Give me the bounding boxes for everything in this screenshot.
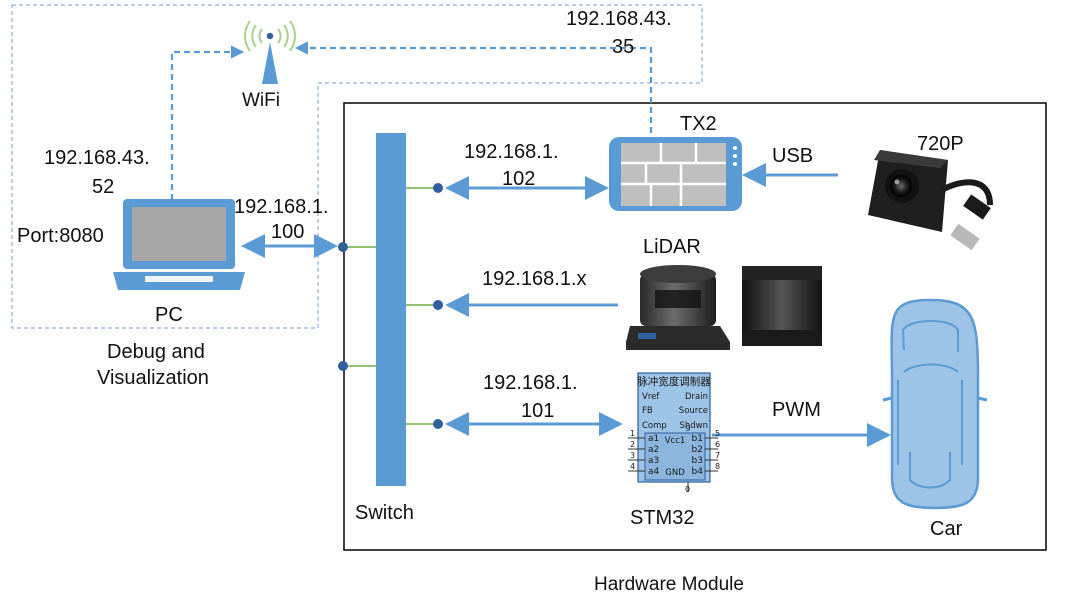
- chip-pin6: 6: [715, 440, 720, 449]
- chip-a2: a2: [648, 445, 659, 455]
- switch-ports: [343, 187, 438, 425]
- switch-bar: [376, 133, 406, 486]
- wifi-link-pc: [170, 45, 245, 200]
- chip-pin5: 5: [715, 429, 720, 438]
- tx2-lan-ip-line1: 192.168.1.: [464, 141, 559, 163]
- wifi-antenna-icon: [244, 20, 296, 84]
- stm32-lan-ip-line1: 192.168.1.: [483, 372, 578, 394]
- tx2-lan-ip-line2: 102: [502, 168, 536, 190]
- chip-pin0: 0: [685, 485, 690, 494]
- chip-pin7: 7: [715, 451, 720, 460]
- chip-pin2: 2: [630, 440, 635, 449]
- chip-a3: a3: [648, 456, 659, 466]
- chip-fb: FB: [642, 406, 653, 416]
- pwm-label: PWM: [772, 399, 821, 421]
- chip-comp: Comp: [642, 421, 667, 431]
- chip-drain: Drain: [685, 392, 708, 402]
- port-label: Port:8080: [17, 225, 104, 247]
- chip-b4: b4: [692, 467, 704, 477]
- tx2-device-icon: [609, 137, 742, 211]
- tx2-label: TX2: [680, 113, 717, 135]
- chip-b1: b1: [692, 434, 703, 444]
- chip-b2: b2: [692, 445, 703, 455]
- chip-pin4: 4: [630, 462, 635, 471]
- stm32-lan-ip-line2: 101: [521, 400, 555, 422]
- pc-label: PC: [155, 304, 183, 326]
- usb-label: USB: [772, 145, 814, 167]
- chip-shdwn: Shdwn: [679, 421, 708, 431]
- camera-720p-picture: [868, 150, 993, 251]
- camera-label: 720P: [917, 133, 964, 155]
- chip-pin1: 1: [630, 429, 635, 438]
- chip-pin3: 3: [630, 451, 635, 460]
- chip-a4: a4: [648, 467, 660, 477]
- pc-lan-ip-line2: 100: [271, 221, 305, 243]
- switch-port-dots: [338, 183, 443, 429]
- car-label: Car: [930, 518, 963, 540]
- car-icon: [882, 298, 988, 510]
- chip-title: 脉冲宽度调制器: [637, 375, 711, 388]
- wifi-label: WiFi: [242, 90, 280, 111]
- hardware-module-box: [343, 102, 1047, 551]
- laptop-pc-icon: [113, 199, 245, 290]
- lidar-label: LiDAR: [643, 236, 701, 258]
- switch-label: Switch: [355, 502, 414, 524]
- lidar-ip-label: 192.168.1.x: [482, 268, 587, 290]
- stm32-label: STM32: [630, 507, 695, 529]
- debug-label-line2: Visualization: [97, 367, 209, 389]
- chip-source: Source: [679, 406, 708, 416]
- tx2-wifi-ip-line2: 35: [612, 36, 635, 58]
- tx2-wifi-ip-line1: 192.168.43.: [566, 8, 672, 30]
- hardware-module-label: Hardware Module: [594, 574, 744, 595]
- chip-vcc1: Vcc1: [665, 436, 686, 446]
- chip-pin8: 8: [715, 462, 720, 471]
- chip-pin9: 9: [685, 424, 690, 433]
- pc-wifi-ip-line2: 52: [92, 176, 115, 198]
- debug-label-line1: Debug and: [107, 341, 205, 363]
- pc-wifi-ip-line1: 192.168.43.: [44, 147, 150, 169]
- stm32-chip: 脉冲宽度调制器 Vref Drain FB Source Comp Shdwn …: [628, 372, 720, 494]
- wifi-link-tx2: [294, 41, 653, 133]
- chip-b3: b3: [692, 456, 703, 466]
- wifi-network-region: [11, 4, 703, 329]
- chip-vref: Vref: [642, 392, 660, 402]
- pc-lan-ip-line1: 192.168.1.: [234, 196, 329, 218]
- lidar-picture: [626, 265, 822, 350]
- chip-gnd: GND: [665, 468, 685, 478]
- chip-a1: a1: [648, 434, 659, 444]
